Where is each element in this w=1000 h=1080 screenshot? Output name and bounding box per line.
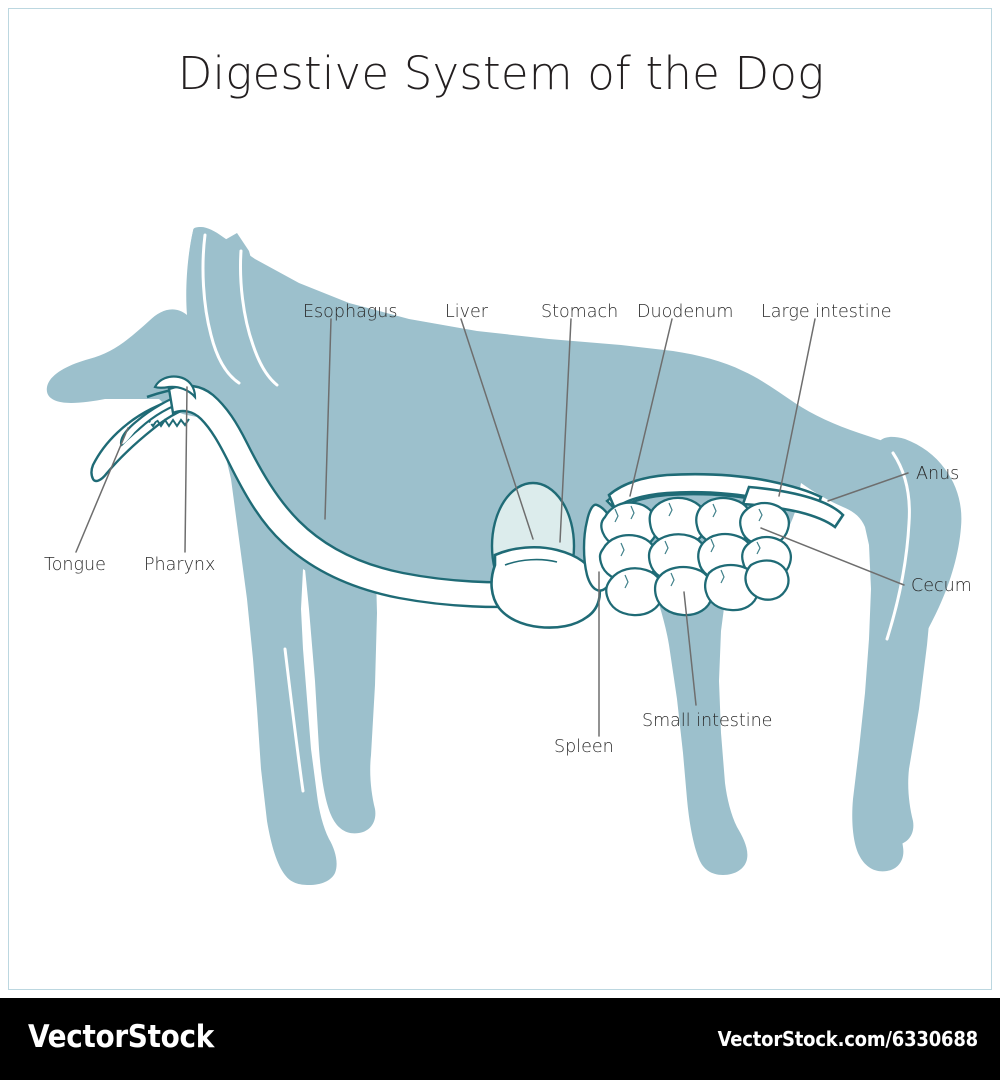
- leader-lines: [75, 318, 909, 737]
- leader-anus: [827, 472, 909, 502]
- label-liver: Liver: [445, 302, 488, 322]
- leader-large-intestine: [778, 318, 816, 497]
- label-small-intestine: Small intestine: [642, 711, 773, 731]
- label-esophagus: Esophagus: [303, 302, 398, 322]
- silhouette-highlights: [201, 233, 911, 829]
- label-spleen: Spleen: [554, 737, 614, 757]
- cecum-organ: [744, 559, 790, 601]
- leader-esophagus: [324, 318, 332, 520]
- label-pharynx: Pharynx: [144, 555, 216, 575]
- leader-stomach: [559, 318, 572, 543]
- label-duodenum: Duodenum: [637, 302, 734, 322]
- tongue-organ: [90, 386, 193, 483]
- page-title: Digestive System of the Dog: [177, 47, 825, 100]
- label-tongue: Tongue: [44, 555, 106, 575]
- label-large-intestine: Large intestine: [761, 302, 892, 322]
- digestive-tract: [90, 375, 845, 629]
- dog-digestive-system-illustration: [46, 227, 962, 885]
- stomach-organ: [490, 545, 601, 629]
- label-stomach: Stomach: [541, 302, 619, 322]
- label-anus: Anus: [916, 464, 960, 484]
- dog-ear-near: [186, 231, 227, 381]
- leader-small-intestine: [683, 591, 697, 706]
- small-intestine-organ: [598, 496, 792, 617]
- illustration-canvas: Digestive System of the Dog Esophagus Li…: [8, 8, 992, 990]
- dog-body-shape: [46, 227, 929, 885]
- pharynx-organ: [153, 375, 197, 400]
- leader-tongue: [75, 427, 129, 553]
- label-cecum: Cecum: [911, 576, 972, 596]
- leader-duodenum: [629, 318, 673, 497]
- vectorstock-logo: VectorStock: [28, 1019, 214, 1055]
- leader-liver: [460, 318, 534, 540]
- large-intestine-organ: [607, 472, 845, 529]
- watermark-footer: VectorStock VectorStock.com/6330688: [0, 998, 1000, 1080]
- leader-cecum: [760, 527, 905, 586]
- vectorstock-url: VectorStock.com/6330688: [717, 1027, 979, 1051]
- leader-pharynx: [184, 386, 188, 553]
